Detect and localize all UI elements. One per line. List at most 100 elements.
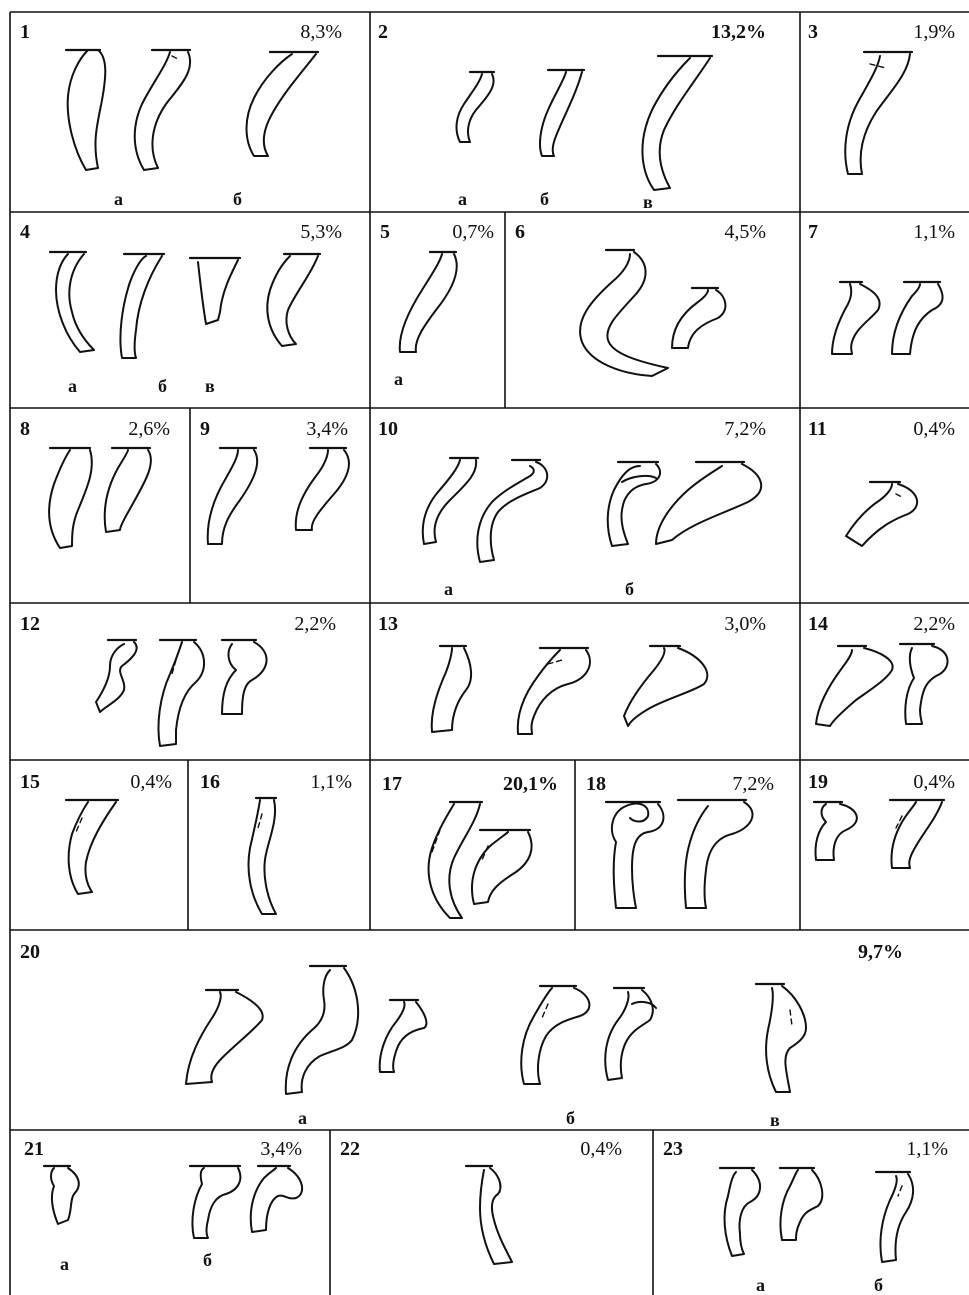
- panel-percent: 2,2%: [294, 613, 336, 635]
- vessel-profile: [400, 252, 457, 352]
- panel-percent: 0,4%: [130, 771, 172, 793]
- vessel-profile: [720, 1168, 760, 1256]
- vessel-profile: [892, 282, 943, 354]
- variant-label-a: а: [60, 1254, 69, 1274]
- panel-percent: 0,4%: [913, 771, 955, 793]
- panel-percent: 9,7%: [858, 941, 903, 963]
- panel-percent: 1,1%: [913, 221, 955, 243]
- panel-percent: 0,4%: [913, 418, 955, 440]
- panel-number: 19: [808, 771, 828, 793]
- panel-percent: 3,4%: [306, 418, 348, 440]
- vessel-profile: [780, 1168, 822, 1240]
- panel-percent: 2,2%: [913, 613, 955, 635]
- panel-percent: 1,1%: [310, 771, 352, 793]
- vessel-profile: [267, 254, 320, 346]
- panel-percent: 7,2%: [724, 418, 766, 440]
- vessel-profile: [423, 458, 478, 544]
- vessel-profile: [890, 800, 944, 868]
- panel-6: 6 4,5%: [515, 221, 766, 376]
- panel-percent: 1,9%: [913, 21, 955, 43]
- panel-12: 12 2,2%: [20, 613, 336, 746]
- vessel-profile: [286, 966, 358, 1094]
- vessel-profile: [135, 50, 190, 170]
- panel-1: 1 8,3% а б: [20, 21, 342, 209]
- vessel-profile: [832, 282, 880, 354]
- variant-label-a: а: [114, 189, 123, 209]
- panel-number: 9: [200, 418, 210, 440]
- panel-number: 17: [382, 773, 402, 795]
- panel-2: 2 13,2% а б в: [378, 21, 766, 212]
- vessel-profile: [49, 448, 92, 548]
- vessel-profile: [642, 56, 712, 190]
- vessel-profile: [756, 984, 806, 1092]
- panel-percent: 13,2%: [711, 21, 766, 43]
- panel-10: 10 7,2% а б: [378, 418, 766, 599]
- panel-4: 4 5,3% а б в: [20, 221, 342, 396]
- vessel-profile: [672, 288, 725, 348]
- panel-percent: 1,1%: [906, 1138, 948, 1160]
- panel-number: 16: [200, 771, 220, 793]
- variant-label-v: в: [770, 1110, 780, 1130]
- vessel-profile: [656, 462, 761, 544]
- vessel-profile: [96, 640, 137, 712]
- vessel-profile: [50, 252, 94, 352]
- vessel-profile: [605, 988, 656, 1080]
- panel-percent: 8,3%: [300, 21, 342, 43]
- panel-percent: 3,0%: [724, 613, 766, 635]
- panel-number: 23: [663, 1138, 683, 1160]
- vessel-profile: [457, 72, 494, 142]
- vessel-profile: [247, 52, 319, 156]
- panel-7: 7 1,1%: [808, 221, 955, 354]
- panel-14: 14 2,2%: [808, 613, 955, 726]
- panel-22: 22 0,4%: [340, 1138, 622, 1264]
- vessel-profile: [540, 70, 584, 156]
- vessel-profile: [432, 646, 471, 732]
- panel-percent: 3,4%: [260, 1138, 302, 1160]
- panel-percent: 2,6%: [128, 418, 170, 440]
- panel-number: 1: [20, 21, 30, 43]
- panel-number: 5: [380, 221, 390, 243]
- panel-number: 11: [808, 418, 827, 440]
- vessel-profile: [44, 1166, 79, 1224]
- vessel-profile: [477, 460, 547, 562]
- vessel-profile: [816, 646, 893, 726]
- vessel-profile: [190, 1166, 240, 1238]
- vessel-profile: [158, 640, 204, 746]
- panel-8: 8 2,6%: [20, 418, 170, 548]
- vessel-profile: [608, 462, 660, 546]
- variant-label-b: б: [625, 579, 634, 599]
- panel-number: 8: [20, 418, 30, 440]
- vessel-profile: [190, 258, 240, 324]
- vessel-profile: [678, 800, 753, 908]
- variant-label-v: в: [205, 376, 215, 396]
- vessel-profile: [66, 800, 118, 894]
- panel-5: 5 0,7% а: [380, 221, 494, 389]
- vessel-profile: [900, 644, 948, 724]
- panel-23: 23 1,1% а б: [663, 1138, 948, 1295]
- variant-label-a: а: [756, 1275, 765, 1295]
- variant-label-b: б: [874, 1275, 883, 1295]
- vessel-profile: [814, 802, 857, 860]
- table-grid: [10, 12, 969, 1295]
- vessel-profile: [186, 990, 263, 1084]
- panel-20: 20 9,7% а б в: [20, 941, 903, 1130]
- variant-label-a: а: [444, 579, 453, 599]
- vessel-profile: [624, 646, 707, 726]
- panel-number: 2: [378, 21, 388, 43]
- variant-label-a: а: [298, 1108, 307, 1128]
- panel-percent: 0,7%: [452, 221, 494, 243]
- panel-13: 13 3,0%: [378, 613, 766, 734]
- panel-number: 10: [378, 418, 398, 440]
- panel-21: 21 3,4% а б: [24, 1138, 302, 1274]
- vessel-profile: [120, 254, 164, 358]
- variant-label-b: б: [566, 1108, 575, 1128]
- vessel-profile: [208, 448, 257, 544]
- panel-number: 6: [515, 221, 525, 243]
- vessel-profile: [466, 1166, 512, 1264]
- variant-label-a: а: [458, 189, 467, 209]
- vessel-profile: [251, 1166, 302, 1232]
- panel-3: 3 1,9%: [808, 21, 955, 174]
- panel-percent: 5,3%: [300, 221, 342, 243]
- panel-number: 21: [24, 1138, 44, 1160]
